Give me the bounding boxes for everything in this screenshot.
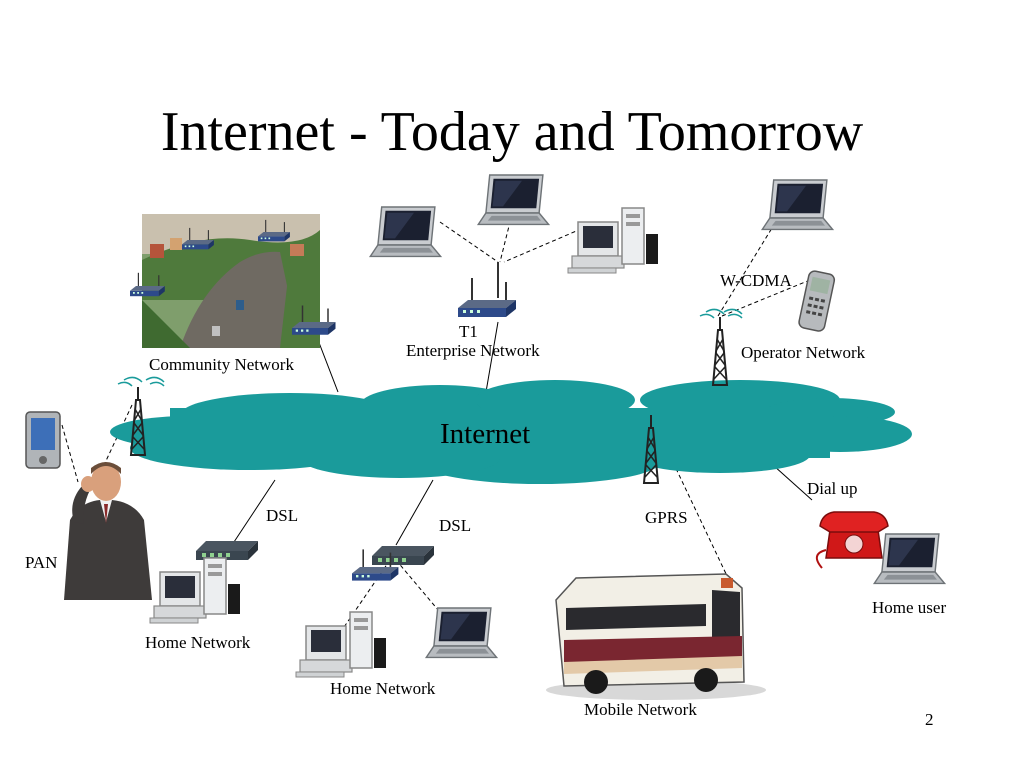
t1-label: T1	[459, 322, 478, 341]
neighborhood-photo	[129, 214, 337, 348]
router-icon	[196, 541, 258, 560]
enterprise-network-label: Enterprise Network	[406, 341, 540, 360]
laptop-icon	[369, 206, 442, 258]
desktop-computer-icon	[567, 207, 659, 274]
w-cdma-label: W-CDMA	[720, 271, 792, 290]
laptop-icon	[873, 533, 946, 585]
slide-title: Internet - Today and Tomorrow	[160, 101, 864, 163]
home-network-center-label: Home Network	[330, 679, 436, 698]
internet-cloud	[110, 380, 912, 484]
laptop-icon	[477, 174, 550, 226]
enterprise-network	[369, 174, 659, 318]
dsl-right-label: DSL	[439, 516, 472, 535]
dial-up-label: Dial up	[807, 479, 858, 498]
dsl-left-label: DSL	[266, 506, 299, 525]
bus-icon	[546, 573, 766, 700]
home-user-label: Home user	[872, 598, 947, 617]
router-icon	[372, 546, 434, 565]
desktop-computer-icon	[295, 611, 387, 678]
operator-network	[712, 179, 836, 386]
mobile-network-label: Mobile Network	[584, 700, 697, 719]
mobile-phone-icon	[798, 270, 836, 332]
operator-network-label: Operator Network	[741, 343, 866, 362]
gprs-label: GPRS	[645, 508, 688, 527]
home-network-left	[149, 541, 258, 624]
router-icon	[457, 277, 517, 318]
laptop-icon	[425, 607, 498, 659]
radio-waves	[117, 308, 743, 387]
laptop-icon	[761, 179, 834, 231]
telephone-icon	[815, 511, 889, 569]
businessman-icon	[64, 462, 152, 600]
desktop-computer-icon	[149, 557, 241, 624]
internet-cloud-label: Internet	[440, 418, 531, 450]
pda-icon	[25, 411, 61, 469]
page-number: 2	[925, 710, 934, 729]
home-network-center	[295, 546, 498, 678]
cell-tower-icon	[712, 316, 728, 386]
pan-label: PAN	[25, 553, 58, 572]
home-network-left-label: Home Network	[145, 633, 251, 652]
community-network-label: Community Network	[149, 355, 294, 374]
